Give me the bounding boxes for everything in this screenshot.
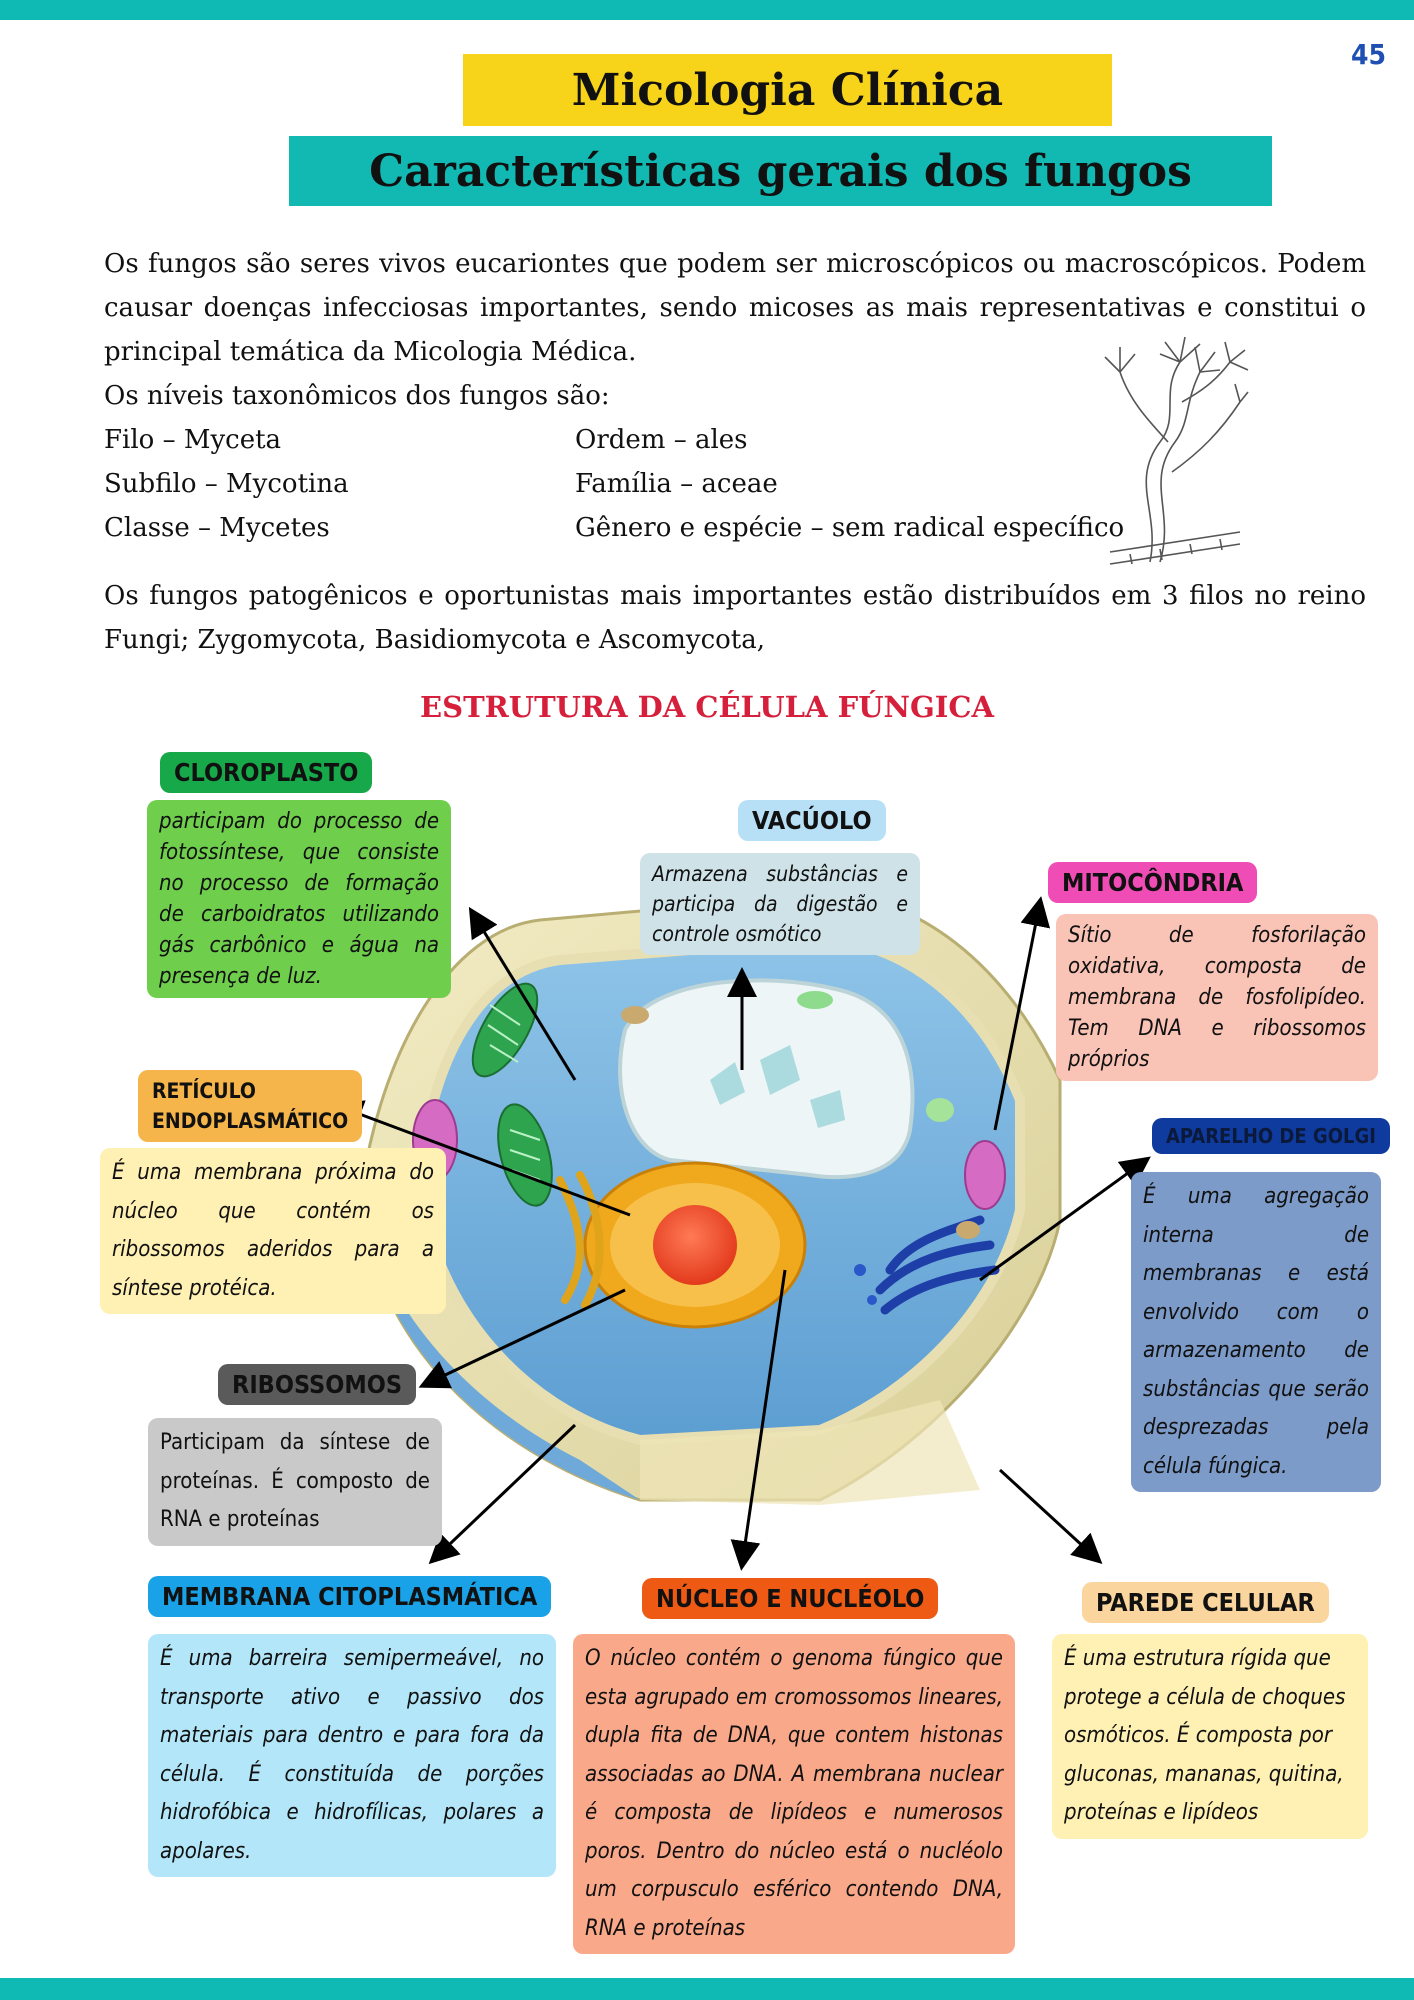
- taxonomy-item: Ordem – ales: [575, 425, 748, 455]
- text-cloroplasto: participam do processo de fotossíntese, …: [147, 800, 451, 998]
- text-parede-celular: É uma estrutura rígida que protege a cél…: [1052, 1634, 1368, 1839]
- label-cloroplasto: CLOROPLASTO: [160, 752, 373, 793]
- label-reticulo-endoplasmatico: RETÍCULO ENDOPLASMÁTICO: [138, 1070, 363, 1142]
- taxonomy-item: Gênero e espécie – sem radical específic…: [575, 513, 1125, 543]
- page-number: 45: [1350, 38, 1386, 71]
- text-membrana-citoplasmatica: É uma barreira semipermeável, no transpo…: [148, 1634, 556, 1877]
- text-mitocondria: Sítio de fosforilação oxidativa, compost…: [1056, 914, 1378, 1081]
- text-reticulo-endoplasmatico: É uma membrana próxima do núcleo que con…: [100, 1148, 446, 1314]
- text-nucleo-nucleolo: O núcleo contém o genoma fúngico que est…: [573, 1634, 1015, 1954]
- taxonomy-item: Família – aceae: [575, 469, 778, 499]
- label-reticulo-line2: ENDOPLASMÁTICO: [152, 1109, 349, 1133]
- label-vacuolo: VACÚOLO: [738, 800, 886, 841]
- label-parede-celular: PAREDE CELULAR: [1082, 1582, 1329, 1623]
- bottom-accent-band: [0, 1978, 1414, 2000]
- taxonomy-item: Subfilo – Mycotina: [104, 469, 349, 499]
- top-accent-band: [0, 0, 1414, 20]
- diagram-title: ESTRUTURA DA CÉLULA FÚNGICA: [420, 690, 994, 724]
- label-nucleo-nucleolo: NÚCLEO E NUCLÉOLO: [642, 1578, 939, 1619]
- label-ribossomos: RIBOSSOMOS: [218, 1364, 417, 1405]
- page-title: Micologia Clínica: [463, 54, 1112, 126]
- label-mitocondria: MITOCÔNDRIA: [1048, 862, 1258, 903]
- text-vacuolo: Armazena substâncias e participa da dige…: [640, 853, 920, 955]
- phyla-paragraph: Os fungos patogênicos e oportunistas mai…: [104, 581, 1366, 655]
- intro-paragraph: Os fungos são seres vivos eucariontes qu…: [104, 249, 1366, 367]
- fungus-illustration: [1104, 336, 1249, 565]
- label-membrana-citoplasmatica: MEMBRANA CITOPLASMÁTICA: [148, 1576, 552, 1617]
- text-aparelho-golgi: É uma agregação interna de membranas e e…: [1131, 1172, 1381, 1492]
- taxonomy-item: Filo – Myceta: [104, 425, 282, 455]
- taxonomy-heading: Os níveis taxonômicos dos fungos são:: [104, 381, 610, 411]
- page-subtitle: Características gerais dos fungos: [289, 136, 1272, 206]
- label-reticulo-line1: RETÍCULO: [152, 1079, 256, 1103]
- taxonomy-item: Classe – Mycetes: [104, 513, 330, 543]
- label-aparelho-golgi: APARELHO DE GOLGI: [1152, 1118, 1390, 1154]
- text-ribossomos: Participam da síntese de proteínas. É co…: [148, 1418, 442, 1546]
